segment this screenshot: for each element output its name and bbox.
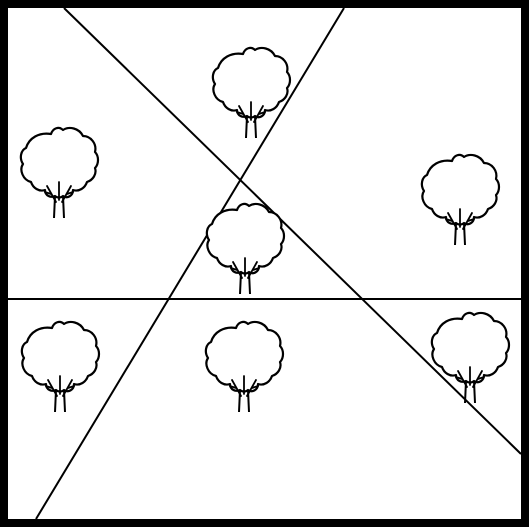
diagonal-line-descending bbox=[64, 8, 521, 454]
diagonal-line-ascending bbox=[36, 8, 344, 519]
tree-icon-center bbox=[207, 204, 284, 294]
tree-icon-bottom-left bbox=[22, 322, 99, 412]
tree-icon-right bbox=[422, 155, 499, 245]
tree-icon-top bbox=[213, 48, 290, 138]
tree-icon-bottom-center bbox=[206, 322, 283, 412]
tree-icon-bottom-right bbox=[432, 313, 509, 403]
trees-group bbox=[21, 48, 509, 412]
tree-icon-left bbox=[21, 128, 98, 218]
